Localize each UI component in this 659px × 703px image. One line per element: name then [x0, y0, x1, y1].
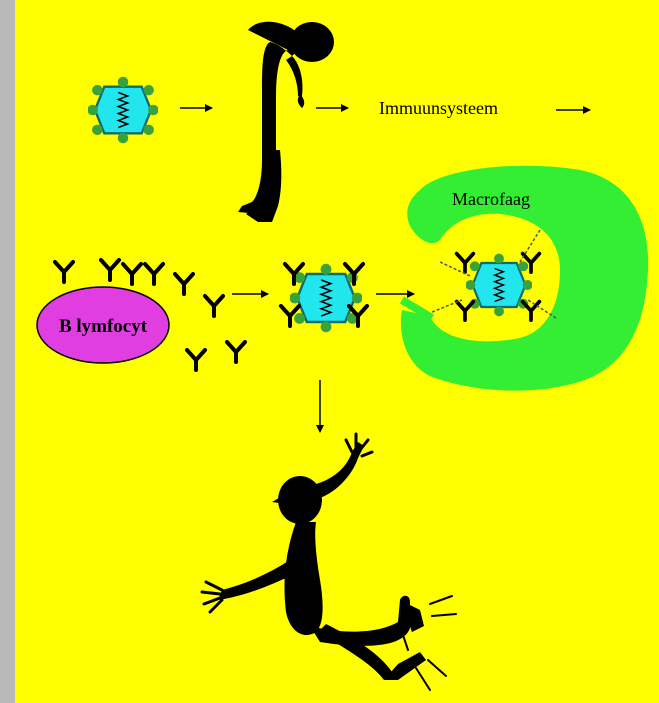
engulfed-virus-complex — [431, 229, 557, 322]
virus-icon — [88, 75, 158, 145]
healthy-person-icon — [200, 432, 457, 691]
b-cell-label: B lymfocyt — [59, 316, 148, 337]
macrophage — [399, 165, 649, 391]
b-cell — [36, 286, 170, 364]
macrophage-label: Macrofaag — [452, 189, 530, 209]
sick-person-icon — [238, 21, 334, 222]
immune-system-label: Immuunsysteem — [379, 98, 498, 118]
